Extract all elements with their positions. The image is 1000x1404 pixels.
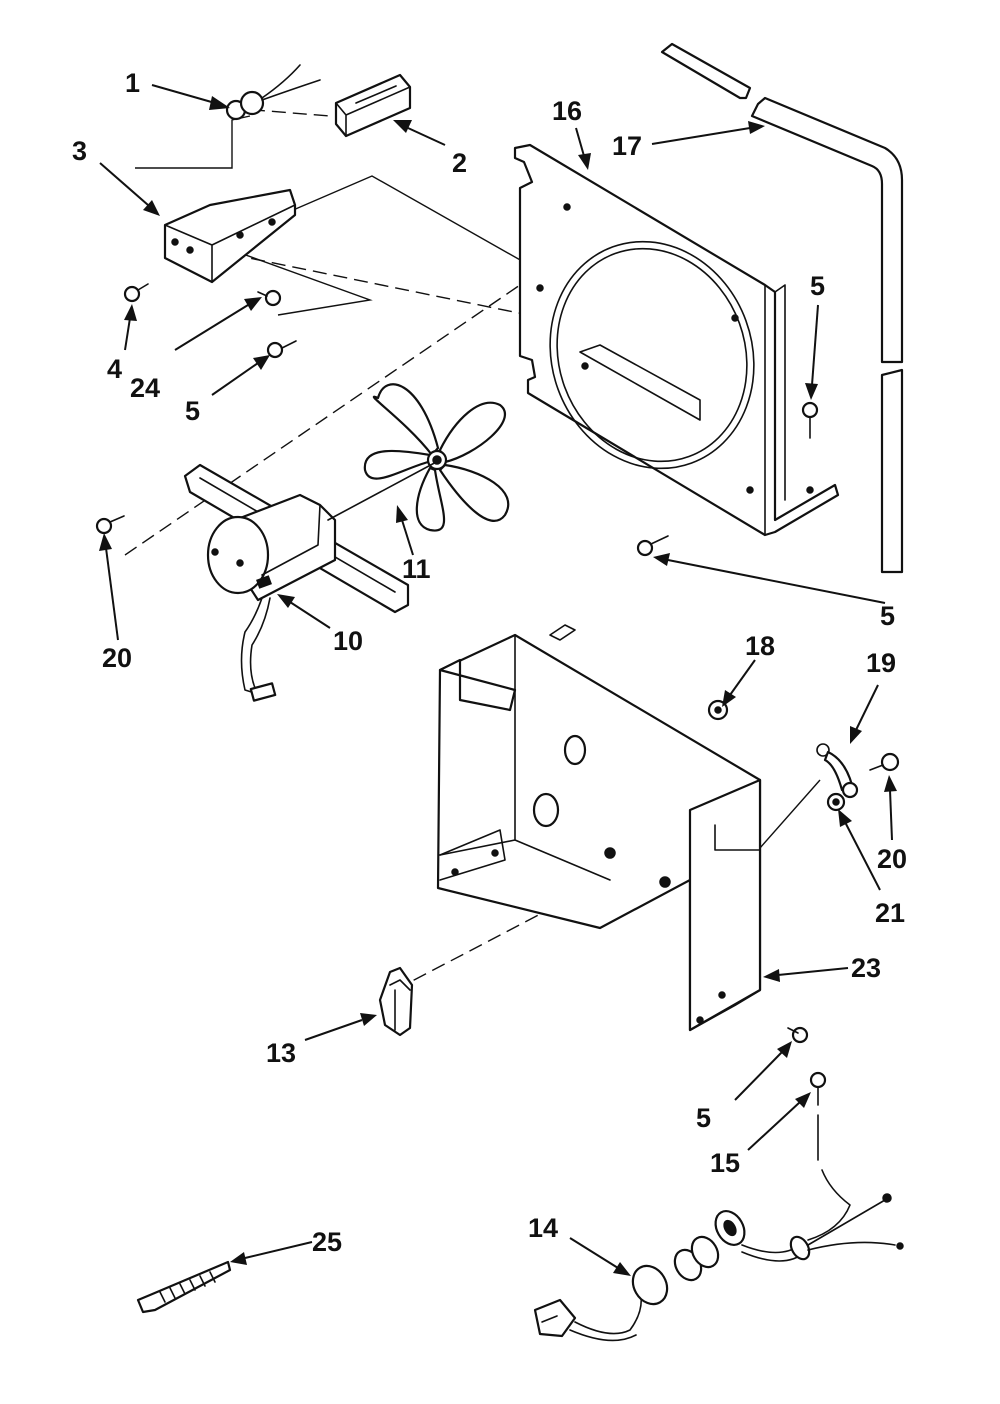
box-screw-part bbox=[787, 1026, 809, 1044]
callout-10: 10 bbox=[333, 626, 363, 656]
callout-19: 19 bbox=[866, 648, 896, 678]
callout-13: 13 bbox=[266, 1038, 296, 1068]
gasket-strips-part bbox=[660, 42, 904, 574]
terminal-block-part bbox=[334, 73, 412, 138]
callout-20-right: 20 bbox=[877, 844, 907, 874]
callout-24: 24 bbox=[130, 373, 160, 403]
callout-21: 21 bbox=[875, 898, 905, 928]
callout-23: 23 bbox=[851, 953, 881, 983]
callout-25: 25 bbox=[312, 1227, 342, 1257]
bracket-part bbox=[163, 188, 297, 284]
screw-parts bbox=[95, 283, 669, 557]
callout-5-bottom: 5 bbox=[696, 1103, 711, 1133]
callout-2: 2 bbox=[452, 148, 467, 178]
leader-arrows bbox=[99, 84, 897, 1276]
callout-11: 11 bbox=[402, 554, 431, 584]
callout-17: 17 bbox=[612, 131, 642, 161]
control-housing-part bbox=[436, 624, 762, 1032]
ground-screw-part bbox=[809, 1071, 827, 1161]
callout-18: 18 bbox=[745, 631, 775, 661]
callout-16: 16 bbox=[552, 96, 582, 126]
fan-motor-part bbox=[183, 459, 441, 702]
callout-3: 3 bbox=[72, 136, 87, 166]
shroud-screw-part bbox=[801, 401, 819, 439]
callout-15: 15 bbox=[710, 1148, 740, 1178]
callout-20-left: 20 bbox=[102, 643, 132, 673]
callout-5-right-lower: 5 bbox=[880, 601, 895, 631]
fan-shroud-part bbox=[513, 143, 840, 537]
callout-4: 4 bbox=[107, 354, 122, 384]
callout-5-left: 5 bbox=[185, 396, 200, 426]
grommet-part bbox=[225, 64, 321, 121]
fan-blade-part bbox=[363, 383, 510, 532]
power-cord-part bbox=[533, 1169, 904, 1342]
relay-part bbox=[378, 966, 414, 1037]
capacitor-strap-part bbox=[816, 743, 900, 812]
callout-labels: 1 2 3 4 24 5 16 17 5 5 20 11 10 18 19 20… bbox=[72, 68, 907, 1257]
long-screw-part bbox=[136, 1260, 232, 1314]
callout-14: 14 bbox=[528, 1213, 558, 1243]
callout-1: 1 bbox=[125, 68, 140, 98]
callout-5-right-upper: 5 bbox=[810, 271, 825, 301]
